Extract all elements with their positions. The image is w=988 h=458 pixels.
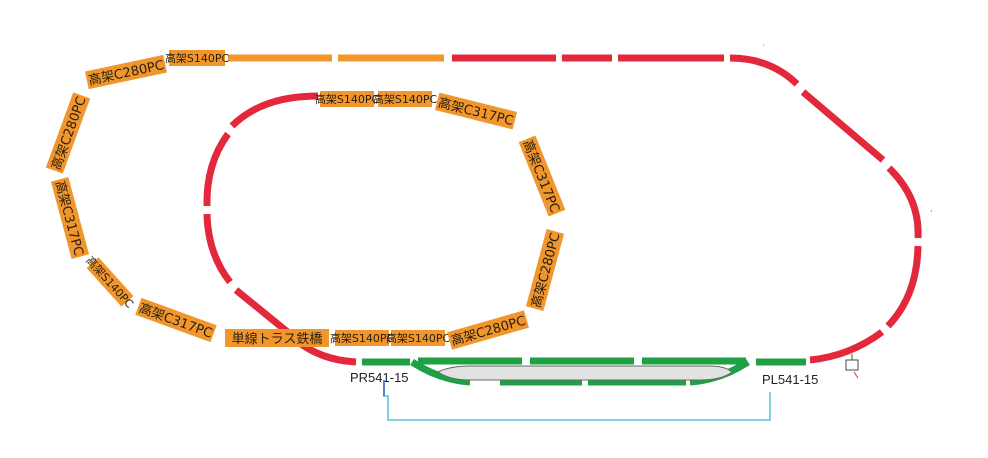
ground-curve — [886, 165, 922, 239]
ground-straight — [233, 287, 293, 337]
segment-label: 高架S140PC — [315, 92, 380, 106]
inner-elevated-labels: 高架S140PC 高架S140PC 高架C317PC 高架C317PC 高架C2… — [315, 91, 566, 311]
segment-label: 高架C280PC — [87, 57, 165, 89]
segment-label: 高架S140PC — [83, 253, 137, 310]
ground-curve — [229, 92, 319, 129]
ground-curve — [203, 213, 233, 285]
segment-bottom-c280: 高架C280PC — [447, 310, 529, 350]
segment-label: 高架C317PC — [519, 138, 563, 215]
segment-label: 高架C317PC — [437, 95, 515, 129]
segment-label: 高架C280PC — [528, 231, 563, 309]
wiring — [383, 380, 771, 421]
point-wire — [383, 380, 771, 421]
segment-label: 高架S140PC — [330, 331, 395, 345]
segment-label: 高架S140PC — [373, 92, 438, 106]
segment-bridge: 単線トラス鉄橋 — [225, 329, 329, 347]
segment-bottom-s2: 高架S140PC — [386, 330, 451, 346]
stray-mark: · — [930, 207, 933, 217]
segment-outer-left-3: 高架S140PC — [83, 253, 137, 310]
segment-label: 高架S140PC — [165, 51, 230, 65]
segment-inner-top-2: 高架S140PC — [373, 91, 438, 107]
segment-inner-right-c280: 高架C280PC — [525, 229, 565, 311]
segment-label: 単線トラス鉄橋 — [232, 331, 323, 347]
segment-outer-bottom-1: 高架C317PC — [135, 297, 217, 343]
segment-outer-left-2: 高架C317PC — [50, 177, 90, 259]
segment-outer-top-2: 高架C280PC — [85, 54, 167, 90]
segment-inner-right-c317: 高架C317PC — [518, 135, 566, 217]
segment-label: 高架C317PC — [51, 179, 86, 257]
segment-bottom-s1: 高架S140PC — [330, 330, 395, 346]
ground-curve — [203, 131, 231, 207]
stray-mark: · — [762, 41, 765, 51]
segment-label: 高架S140PC — [386, 331, 451, 345]
ground-curve — [885, 245, 922, 329]
point-label-left: PR541-15 — [350, 370, 409, 385]
ground-curve — [809, 329, 885, 364]
outer-elevated-labels: 高架S140PC 高架C280PC 高架C280PC 高架C317PC 高架S1… — [45, 50, 230, 343]
station-track — [362, 357, 806, 386]
ground-straight — [800, 89, 886, 163]
point-label-right: PL541-15 — [762, 372, 818, 387]
ground-track — [203, 54, 922, 366]
station-platform — [437, 365, 733, 381]
segment-inner-top-c317: 高架C317PC — [435, 92, 517, 130]
station-branch — [410, 359, 471, 386]
segment-inner-top-1: 高架S140PC — [315, 91, 380, 107]
ground-curve — [729, 54, 800, 87]
segment-outer-top-1: 高架S140PC — [165, 50, 230, 66]
buffer-stop — [845, 354, 859, 379]
segment-outer-left-1: 高架C280PC — [45, 92, 91, 174]
segment-label: 高架C280PC — [449, 313, 527, 350]
